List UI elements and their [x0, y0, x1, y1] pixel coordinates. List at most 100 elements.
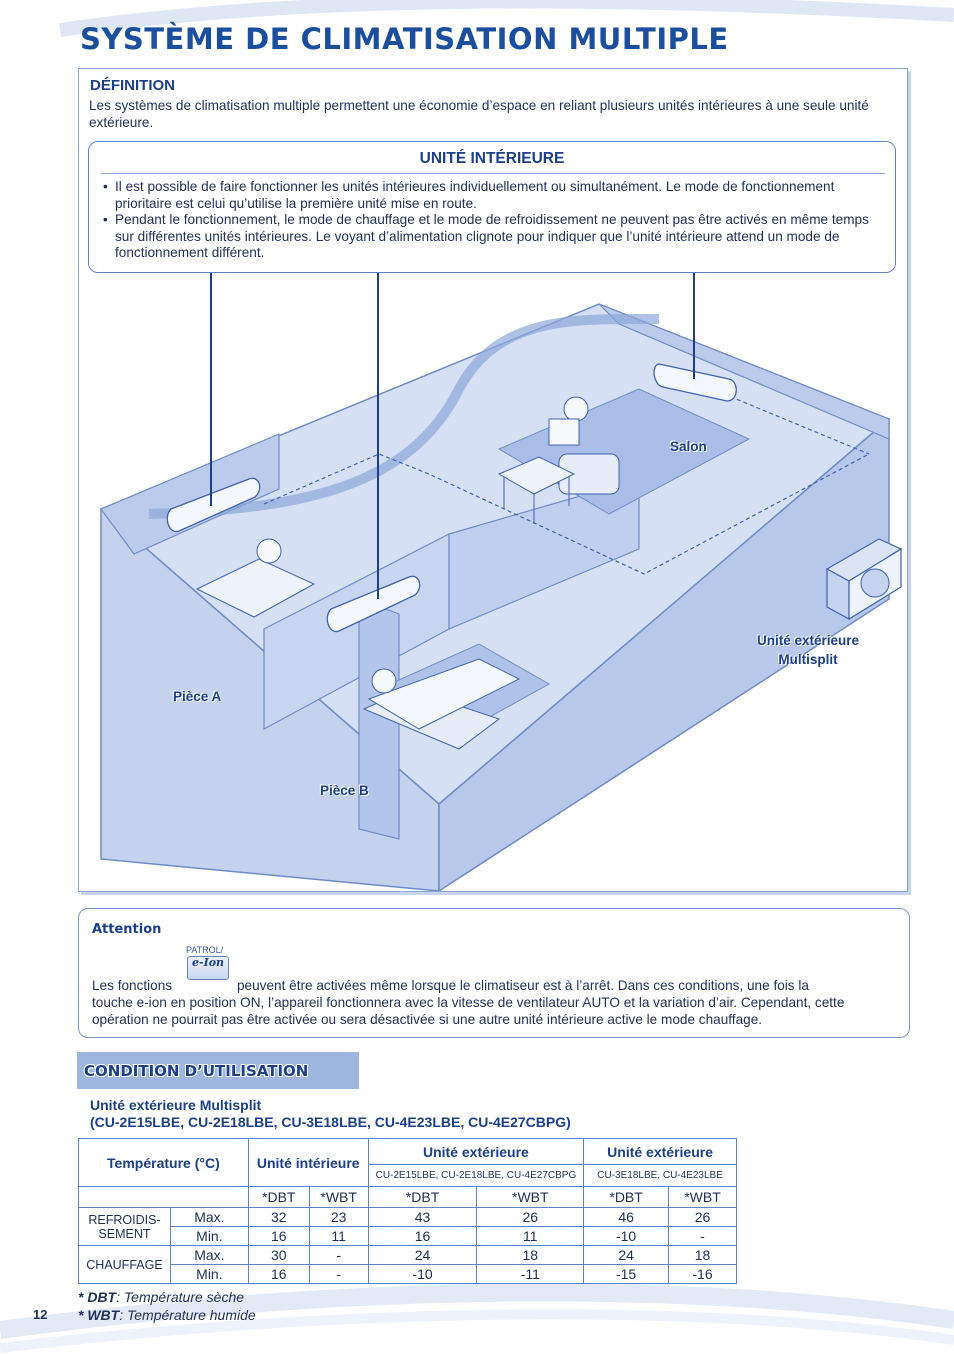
definition-title: DÉFINITION: [90, 77, 175, 94]
air-flow-ribbon: [148, 313, 660, 519]
attention-text-rest: peuvent être activées même lorsque le cl…: [237, 978, 809, 993]
multisplit-title-line1: Unité extérieure Multisplit: [90, 1097, 262, 1113]
table-cell: -: [308, 1264, 369, 1284]
footnote-wbt-text: : Température humide: [119, 1307, 256, 1323]
definition-panel: DÉFINITION Les systèmes de climatisation…: [78, 68, 908, 892]
back-wall-right: [438, 417, 890, 891]
table-cell: 23: [308, 1207, 369, 1227]
table-cell: 43: [367, 1207, 478, 1227]
table-cell: 16: [367, 1226, 478, 1246]
table-row: CHAUFFAGE Max. 30 - 24 18 24 18: [78, 1245, 737, 1284]
col-wbt: *WBT: [476, 1186, 585, 1208]
table-cell: 16: [247, 1226, 310, 1246]
desk: [195, 538, 316, 618]
top-wall-left: [100, 433, 280, 555]
header-outdoor-unit-2: Unité extérieure: [583, 1138, 737, 1165]
table-cell: 18: [476, 1245, 585, 1265]
footnote-dbt: * DBT: Température sèche: [78, 1288, 256, 1306]
row-max: Max.: [169, 1207, 249, 1227]
armchair: [548, 396, 620, 495]
header-models-2: CU-3E18LBE, CU-4E23LBE: [583, 1164, 737, 1187]
attention-text-start: Les fonctions: [92, 978, 173, 993]
table-cell: 30: [247, 1245, 310, 1265]
bed: [362, 658, 521, 750]
table-cell: 46: [583, 1207, 670, 1227]
table-cell: 11: [308, 1226, 369, 1246]
bullet-item: Il est possible de faire fonctionner les…: [103, 179, 883, 212]
outdoor-label-line1: Unité extérieure: [756, 633, 860, 648]
table-cell: -16: [668, 1264, 737, 1284]
blank-cell: [78, 1186, 249, 1208]
multisplit-title-line2: (CU-2E15LBE, CU-2E18LBE, CU-3E18LBE, CU-…: [90, 1114, 571, 1130]
table-cell: 24: [367, 1245, 478, 1265]
page-title: SYSTÈME DE CLIMATISATION MULTIPLE: [80, 22, 729, 56]
row-label-cooling: REFROIDIS-SEMENT: [78, 1207, 171, 1246]
attention-text-cont: touche e-ion en position ON, l’appareil …: [92, 995, 845, 1027]
bullet-item: Pendant le fonctionnement, le mode de ch…: [103, 212, 883, 262]
conditions-tab: CONDITION D’UTILISATION: [77, 1052, 359, 1089]
label-room-a: Pièce A: [173, 689, 222, 704]
col-wbt: *WBT: [668, 1186, 737, 1208]
table-cell: 18: [668, 1245, 737, 1265]
footnote-dbt-text: : Température sèche: [116, 1289, 245, 1305]
col-dbt: *DBT: [247, 1186, 310, 1208]
table-cell: -11: [476, 1264, 585, 1284]
table-row: Min. 16 - -10 -11 -15 -16: [79, 1264, 737, 1284]
table-cell: 26: [668, 1207, 737, 1227]
house-illustration: [99, 272, 903, 891]
attention-title: Attention: [92, 922, 162, 937]
table-cell: 11: [476, 1226, 585, 1246]
indoor-unit-salon: [653, 363, 737, 402]
table-cell: -10: [583, 1226, 670, 1246]
table-cell: -: [308, 1245, 369, 1265]
outdoor-label-line2: Multisplit: [778, 652, 838, 667]
table-row: REFROIDIS-SEMENT Max. 32 23 43 26 46 26: [78, 1207, 737, 1246]
conditions-tab-label: CONDITION D’UTILISATION: [84, 1062, 309, 1080]
table-cell: -10: [367, 1264, 478, 1284]
footnote-wbt: * WBT: Température humide: [78, 1306, 256, 1324]
divider: [101, 173, 885, 174]
indoor-unit-room-a: [166, 477, 261, 533]
indoor-unit-title: UNITÉ INTÉRIEURE: [419, 150, 565, 167]
operating-conditions-table: Température (°C) Unité intérieure Unité …: [78, 1138, 737, 1284]
footnotes: * DBT: Température sèche * WBT: Températ…: [78, 1288, 256, 1324]
col-dbt: *DBT: [367, 1186, 478, 1208]
row-max: Max.: [169, 1245, 249, 1265]
partition-wall-b: [448, 478, 640, 630]
table-cell: 26: [476, 1207, 585, 1227]
attention-box: Attention PATROL/ e-Ion Les fonctions pe…: [78, 908, 910, 1038]
row-label-heating: CHAUFFAGE: [78, 1245, 171, 1284]
coffee-table: [497, 456, 576, 524]
eion-icon-label: e-Ion: [192, 956, 225, 969]
header-models-1: CU-2E15LBE, CU-2E18LBE, CU-4E27CBPG: [367, 1164, 585, 1187]
footnote-wbt-key: * WBT: [78, 1307, 120, 1323]
col-dbt: *DBT: [583, 1186, 670, 1208]
footnote-dbt-key: * DBT: [78, 1289, 117, 1305]
table-cell: 32: [247, 1207, 310, 1227]
header-outdoor-unit-1: Unité extérieure: [367, 1138, 585, 1165]
col-wbt: *WBT: [308, 1186, 369, 1208]
label-salon: Salon: [670, 439, 707, 454]
page-number: 12: [33, 1307, 48, 1322]
multisplit-title: Unité extérieure Multisplit (CU-2E15LBE,…: [90, 1097, 571, 1131]
label-outdoor-unit: Unité extérieure Multisplit: [753, 633, 863, 667]
table-cell: -: [668, 1226, 737, 1246]
table-cell: -15: [583, 1264, 670, 1284]
indoor-unit-bullets: Il est possible de faire fonctionner les…: [103, 179, 883, 262]
table-row: Min. 16 11 16 11 -10 -: [79, 1226, 737, 1246]
label-room-b: Pièce B: [320, 783, 369, 798]
indoor-unit-box: UNITÉ INTÉRIEURE Il est possible de fair…: [88, 141, 896, 273]
header-temperature: Température (°C): [78, 1138, 249, 1187]
table-cell: 24: [583, 1245, 670, 1265]
indoor-unit-room-b: [326, 575, 421, 633]
row-min: Min.: [169, 1226, 249, 1246]
eion-button-icon: e-Ion: [187, 956, 229, 980]
header-indoor-unit: Unité intérieure: [247, 1138, 369, 1187]
patrol-label: PATROL/: [186, 945, 224, 955]
row-min: Min.: [169, 1264, 249, 1284]
pipe-line-dashed: [723, 393, 870, 455]
outdoor-unit: [825, 538, 903, 621]
definition-text: Les systèmes de climatisation multiple p…: [89, 98, 869, 130]
table-cell: 16: [247, 1264, 310, 1284]
